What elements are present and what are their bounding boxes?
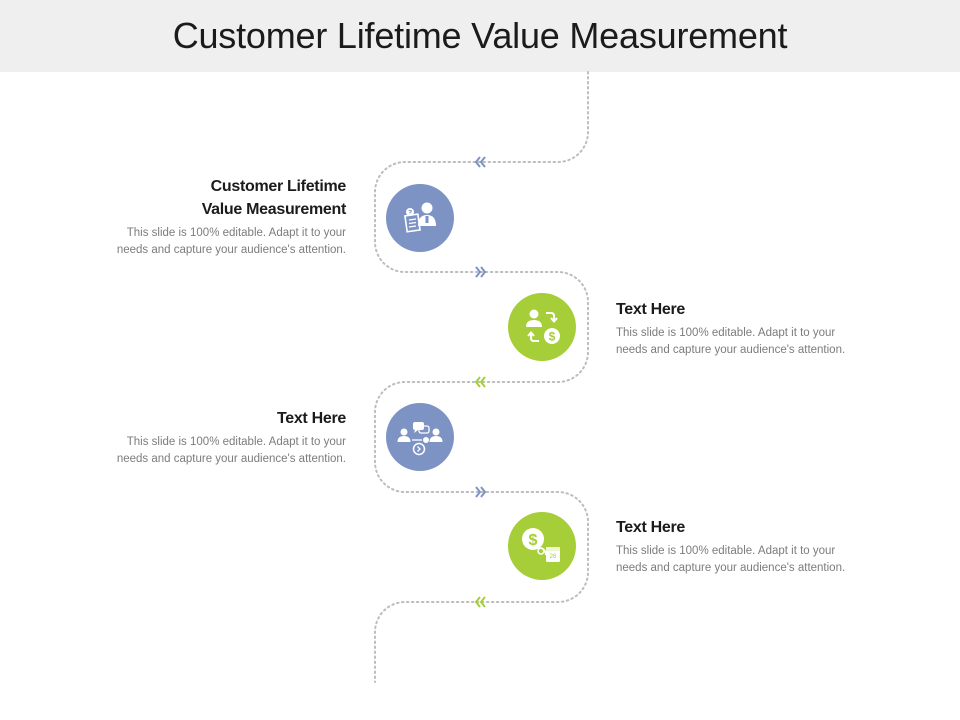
svg-text:$: $ [549,330,556,344]
description-line: needs and capture your audience's attent… [116,243,346,256]
step-2-circle: $ [508,293,576,361]
description-line: This slide is 100% editable. Adapt it to… [126,436,346,448]
description-line: This slide is 100% editable. Adapt it to… [616,545,836,557]
step-1-description: This slide is 100% editable. Adapt it to… [76,225,346,258]
customer-report-icon [404,202,436,233]
step-1-text: Customer Lifetime Value Measurement This… [76,175,346,258]
step-3-description: This slide is 100% editable. Adapt it to… [76,434,346,467]
svg-text:26: 26 [550,554,557,560]
slide-title: Customer Lifetime Value Measurement [172,15,788,56]
step-2-text: Text Here This slide is 100% editable. A… [616,298,886,358]
step-3-heading: Text Here [76,407,346,430]
chevron-left-icon [474,596,486,608]
description-line: This slide is 100% editable. Adapt it to… [616,327,836,339]
step-1-circle [386,184,454,252]
step-4-text: Text Here This slide is 100% editable. A… [616,516,886,576]
chevron-left-icon [474,156,486,168]
description-line: This slide is 100% editable. Adapt it to… [126,227,346,239]
step-4-circle: $ 26 [508,512,576,580]
description-line: needs and capture your audience's attent… [616,343,846,356]
step-3-circle [386,403,454,471]
chevron-right-icon [475,266,487,278]
dollar-calendar-icon: $ 26 [522,528,560,562]
step-2-heading: Text Here [616,298,886,321]
step-3-text: Text Here This slide is 100% editable. A… [76,407,346,467]
customer-conversation-icon [397,422,443,456]
step-4-heading: Text Here [616,516,886,539]
chevron-right-icon [475,486,487,498]
heading-line: Text Here [616,301,686,318]
svg-text:$: $ [529,532,538,549]
step-4-description: This slide is 100% editable. Adapt it to… [616,543,886,576]
heading-line: Value Measurement [201,201,347,218]
step-2-description: This slide is 100% editable. Adapt it to… [616,325,886,358]
heading-line: Text Here [276,410,346,427]
step-1-heading: Customer Lifetime Value Measurement [76,175,347,221]
customer-dollar-exchange-icon: $ [526,309,560,344]
description-line: needs and capture your audience's attent… [116,452,346,465]
heading-line: Text Here [616,519,686,536]
title-bar [0,0,960,72]
heading-line: Customer Lifetime [210,178,347,195]
description-line: needs and capture your audience's attent… [616,561,846,574]
chevron-left-icon [474,376,486,388]
